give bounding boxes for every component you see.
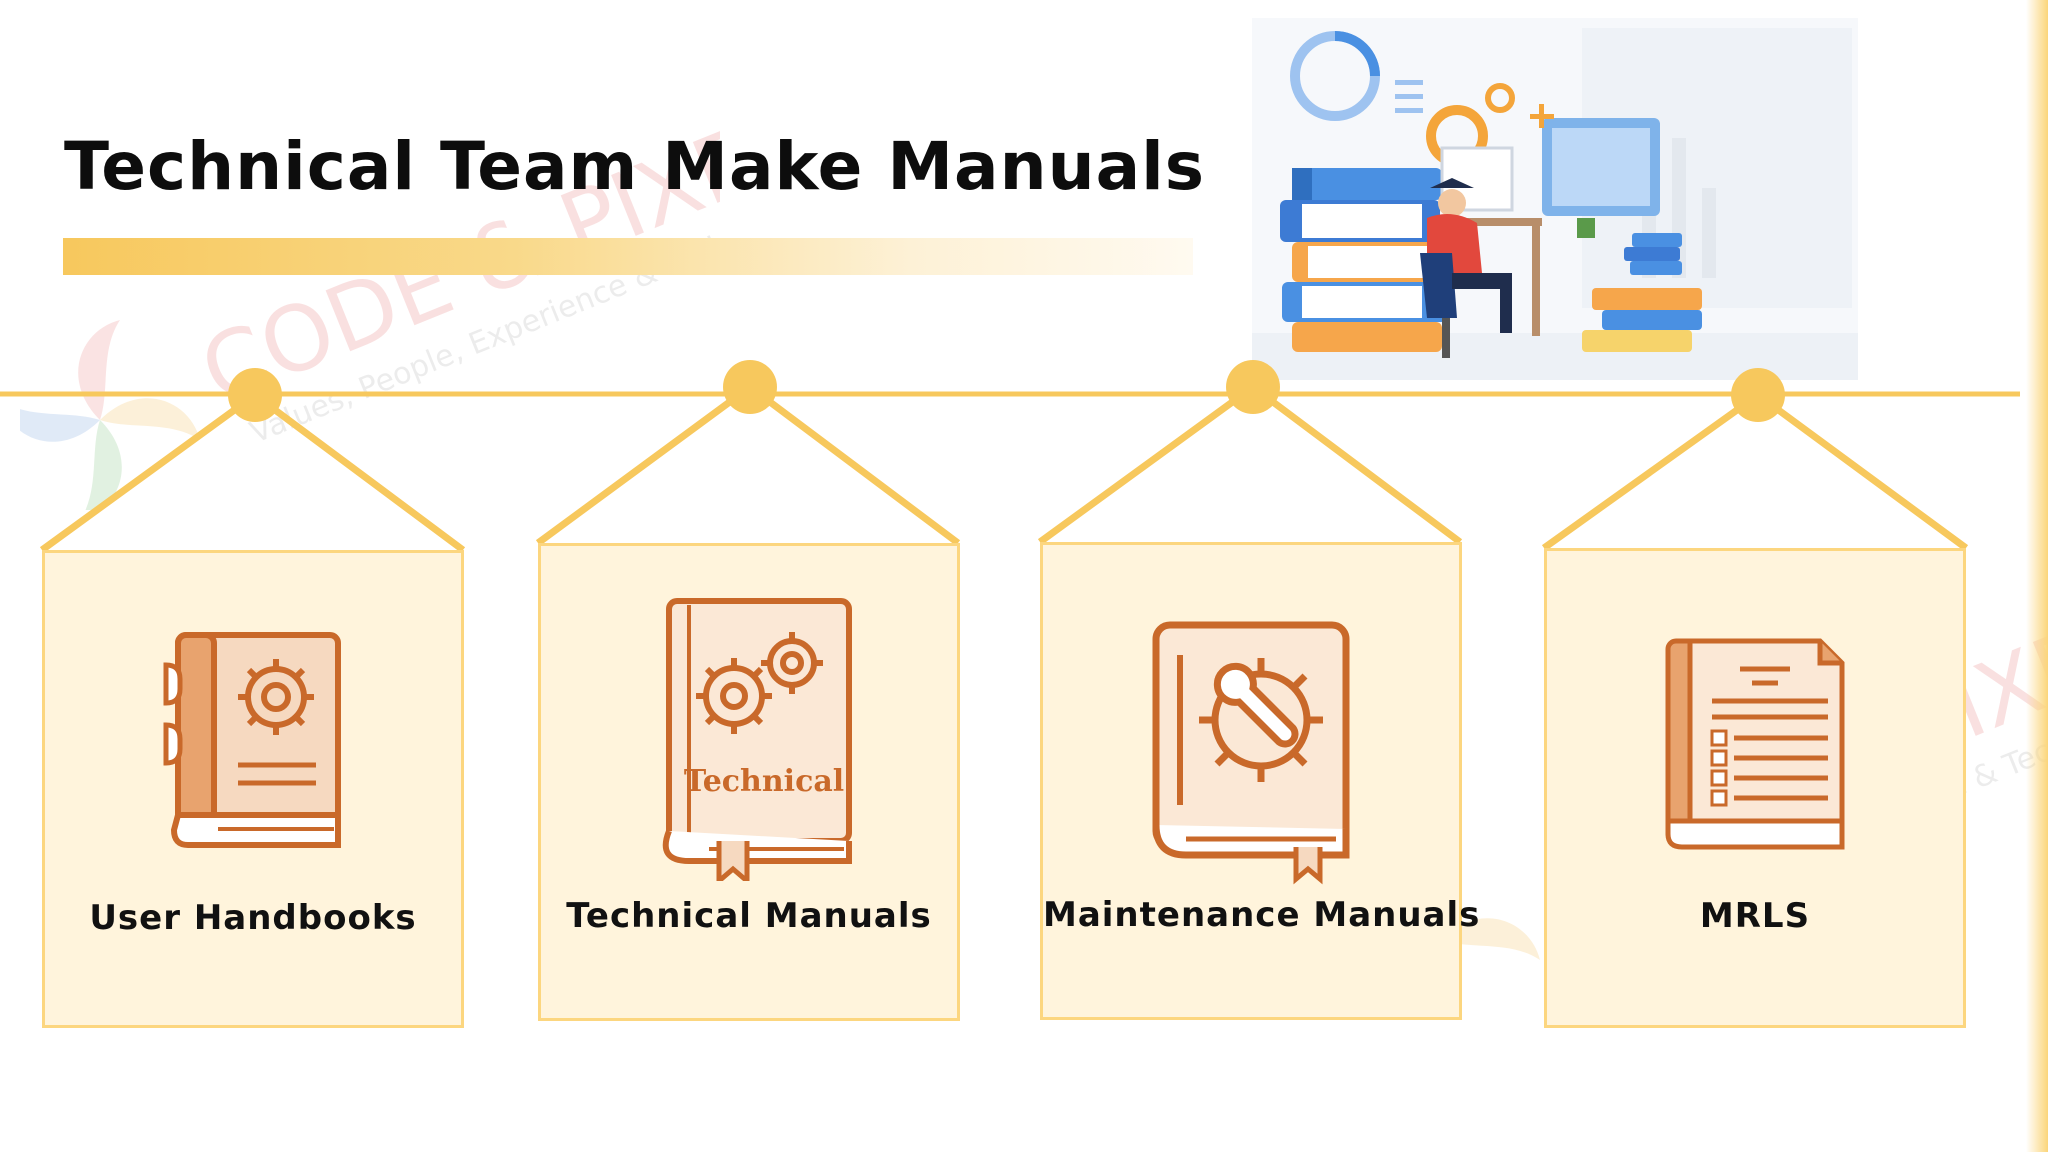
card-label: Technical Manuals (566, 896, 932, 936)
technical-book-text: Technical (684, 764, 844, 799)
card-user-handbooks: User Handbooks (42, 550, 464, 1028)
card-technical-manuals: Technical Technical Manuals (538, 543, 960, 1021)
person-studying-with-books-illustration (1252, 18, 1858, 380)
technical-book-icon: Technical (662, 598, 852, 881)
card-maintenance-manuals: Maintenance Manuals (1040, 542, 1481, 1020)
card-mrls: MRLS (1544, 548, 1966, 1028)
hanger-pin (228, 368, 282, 422)
title-underline-bar (63, 238, 1193, 275)
hanger-pin (1731, 368, 1785, 422)
right-edge-accent (2026, 0, 2048, 1152)
card-label: Maintenance Manuals (1043, 895, 1481, 935)
checklist-book-icon (1665, 638, 1845, 850)
wrench-gear-book-icon (1152, 621, 1350, 885)
card-label: MRLS (1699, 896, 1811, 936)
card-label: User Handbooks (89, 898, 417, 938)
gear-book-icon (163, 632, 341, 848)
slide-title: Technical Team Make Manuals (64, 128, 1206, 205)
hanger-pin (1226, 360, 1280, 414)
hanger-pin (723, 360, 777, 414)
